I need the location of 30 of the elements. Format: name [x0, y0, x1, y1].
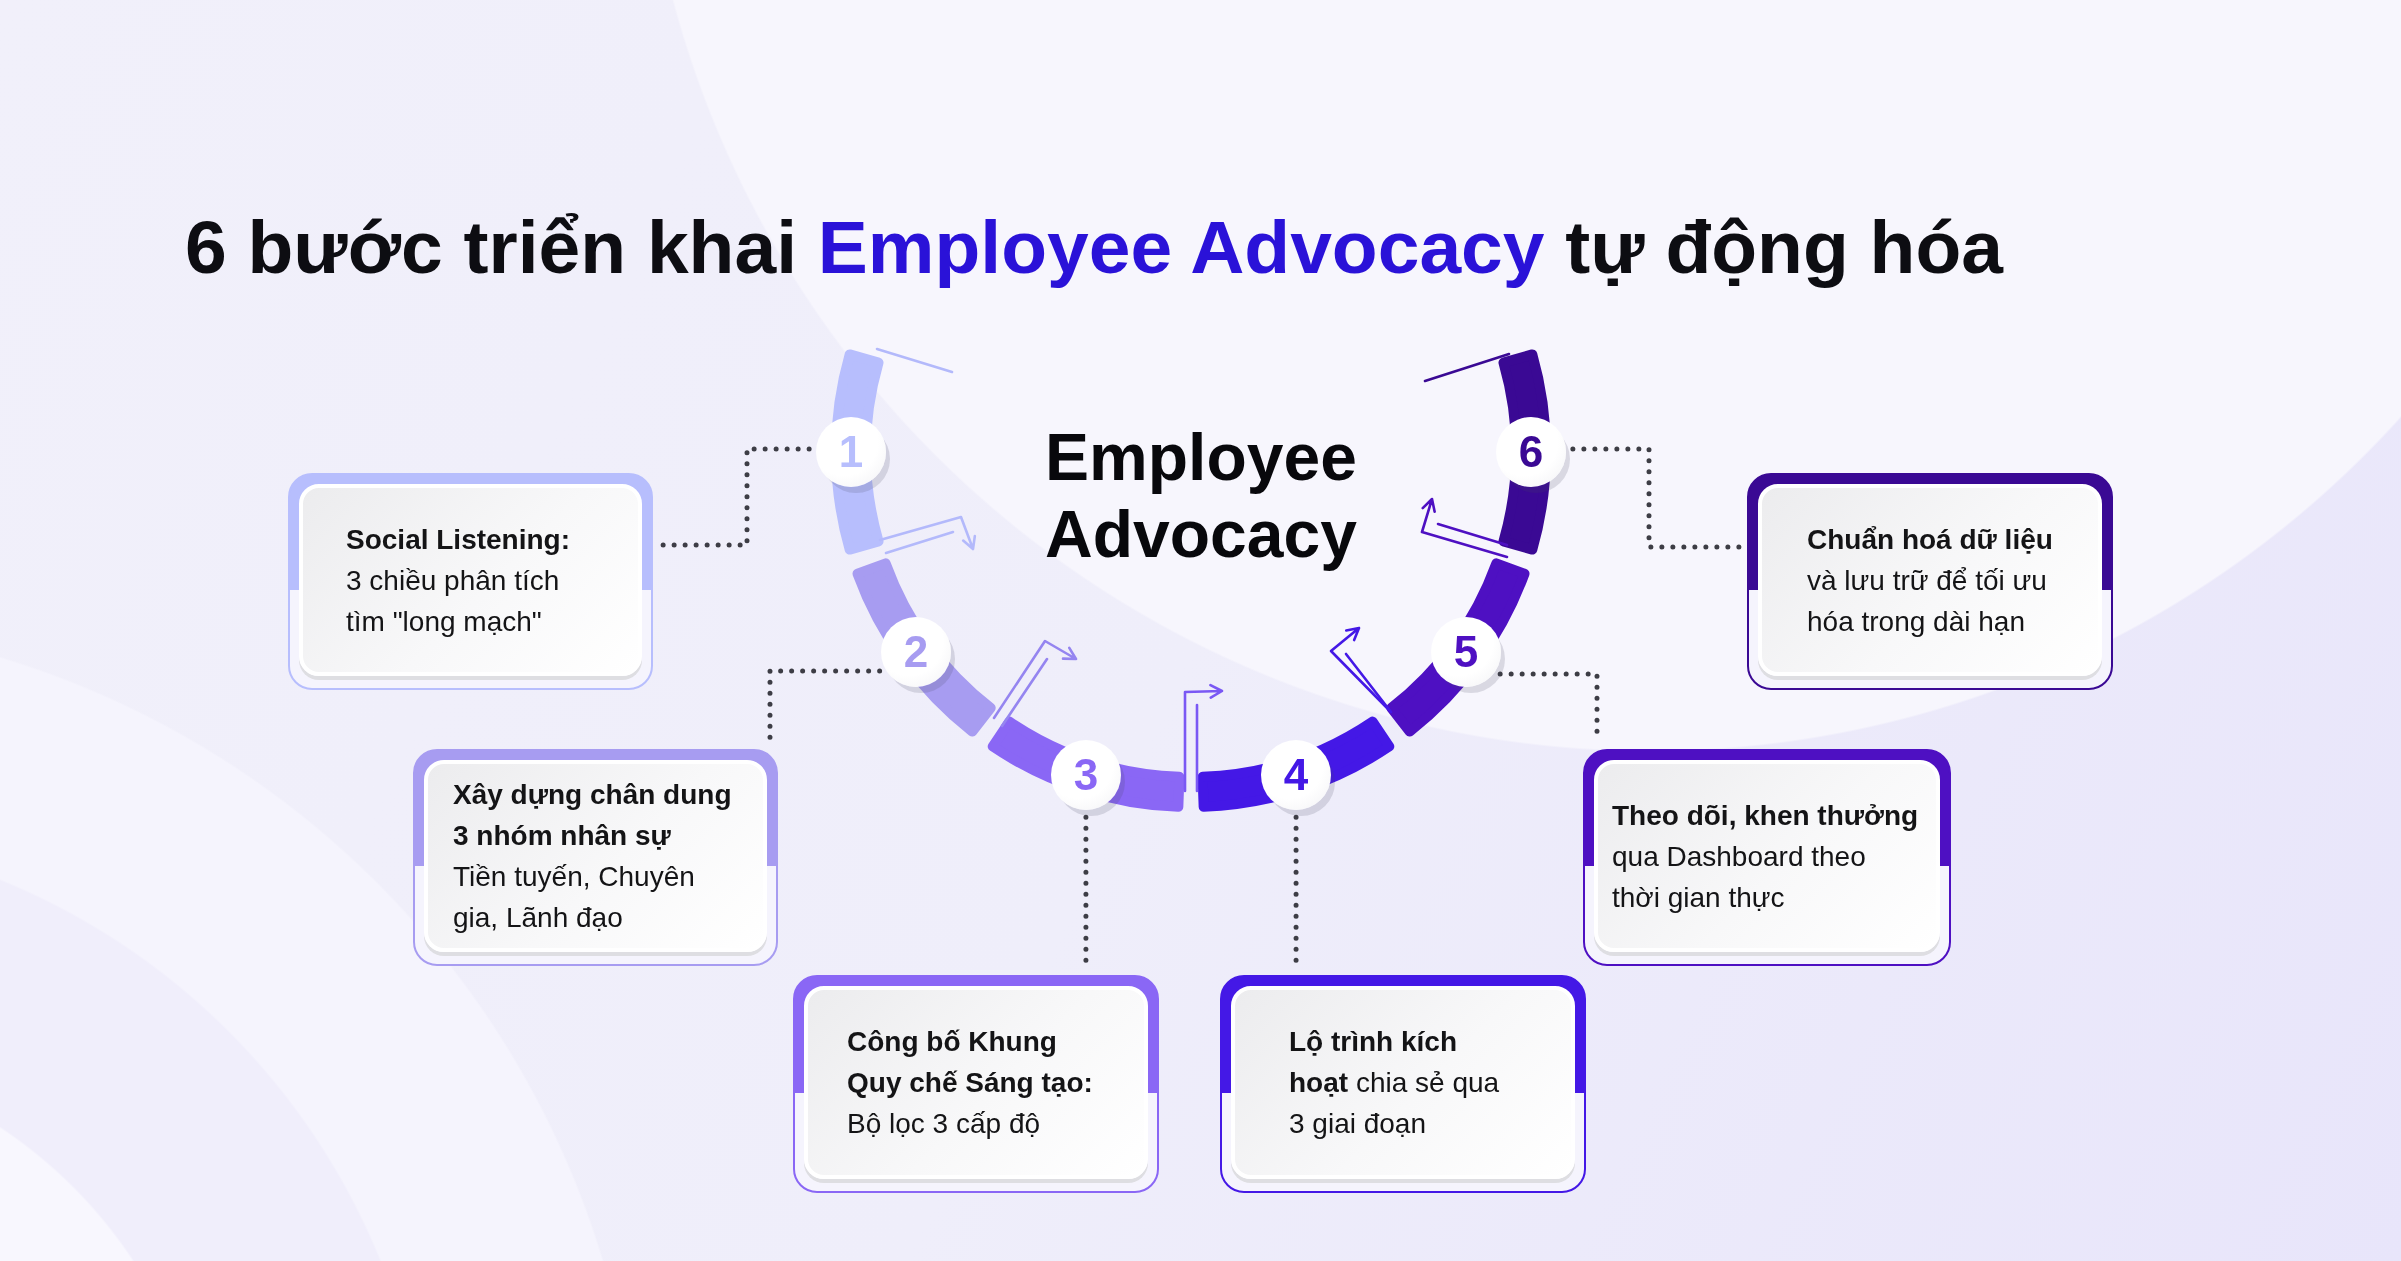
step-number: 2: [903, 629, 929, 674]
step-description: Tiền tuyến, Chuyên gia, Lãnh đạo: [453, 860, 696, 935]
step-description: Bộ lọc 3 cấp độ: [847, 1107, 1041, 1141]
step-circle: [1261, 740, 1332, 811]
step-card: [793, 975, 1159, 1193]
step-heading: Chuẩn hoá dữ liệu: [1807, 522, 2053, 557]
step-heading: Xây dựng chân dung 3 nhóm nhân sự: [453, 778, 733, 853]
step-card: [1583, 749, 1951, 966]
leader-line: [1570, 446, 1743, 550]
step-heading: Social Listening:: [346, 522, 571, 557]
step-description: qua Dashboard theo thời gian thực: [1612, 839, 1867, 915]
center-label: Employee Advocacy: [1045, 419, 1357, 573]
step-number: 4: [1283, 753, 1309, 798]
step-heading: Theo dõi, khen thưởng: [1612, 798, 1919, 833]
step-heading: Công bố Khung Quy chế Sáng tạo:: [847, 1025, 1094, 1100]
step-card: [1220, 975, 1586, 1193]
step-number: 1: [838, 430, 864, 474]
step-card: [413, 749, 778, 966]
step-description: và lưu trữ để tối ưu hóa trong dài hạn: [1807, 563, 2048, 639]
step-card: [288, 473, 653, 690]
step-number: 6: [1518, 430, 1544, 474]
step-number: 3: [1073, 753, 1099, 798]
step-number: 5: [1453, 629, 1479, 674]
step-description: 3 chiều phân tích tìm "long mạch": [346, 563, 561, 639]
step-circle: [1496, 417, 1566, 487]
step-circle: [880, 616, 951, 687]
step-text: Lộ trình kích hoạt chia sẻ qua 3 giai đoạn: [1289, 1025, 1501, 1141]
step-circle: [1050, 740, 1121, 811]
step-circle: [816, 417, 886, 487]
step-card: [1747, 473, 2113, 690]
